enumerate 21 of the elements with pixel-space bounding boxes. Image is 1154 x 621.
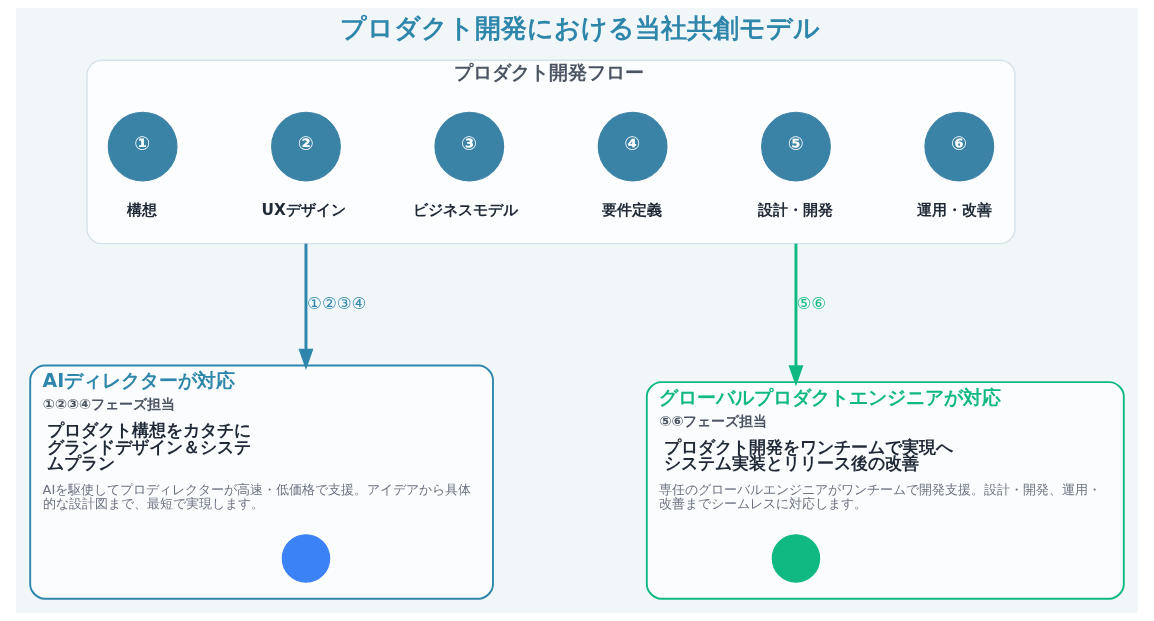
edge-label: ①②③④: [307, 293, 367, 313]
node-circle: [771, 534, 821, 583]
node-label: 要件定義: [601, 200, 662, 219]
node-circle: ②: [271, 111, 341, 182]
edge-label: ⑤⑥: [796, 293, 827, 313]
cluster: グローバルプロダクトエンジニアが対応 ⑤⑥フェーズ担当 プロダクト開発をワンチームで実現へシステム実装とリリース後の改善 専任のグローバルエンジニアがワンチームで開発支援。設計・開発、運用・改善までシームレスに対応します。: [645, 381, 1125, 600]
node-circle: ①: [107, 111, 178, 182]
diagram-title: プロダクト開発における当社共創モデル: [339, 13, 820, 44]
node-circle: ⑥: [924, 111, 995, 182]
node-circle: [281, 534, 331, 583]
node-label: UXデザイン: [261, 200, 346, 219]
node-circle: ④: [597, 111, 668, 182]
node-label: 運用・改善: [916, 200, 992, 219]
arrow: [298, 243, 314, 370]
node-label: 設計・開発: [758, 200, 834, 219]
node-circle: ③: [434, 111, 505, 182]
node-label: 構想: [127, 200, 158, 219]
node-label: ビジネスモデル: [413, 200, 519, 219]
arrow: [788, 243, 804, 387]
cluster: AIディレクターが対応 ①②③④フェーズ担当 プロダクト構想をカタチにグランドデザイン＆システムプラン AIを駆使してプロディレクターが高速・低価格で支援。アイデアから具体的な設計図まで、最短で実現します。: [29, 364, 494, 600]
node-circle: ⑤: [761, 111, 831, 182]
